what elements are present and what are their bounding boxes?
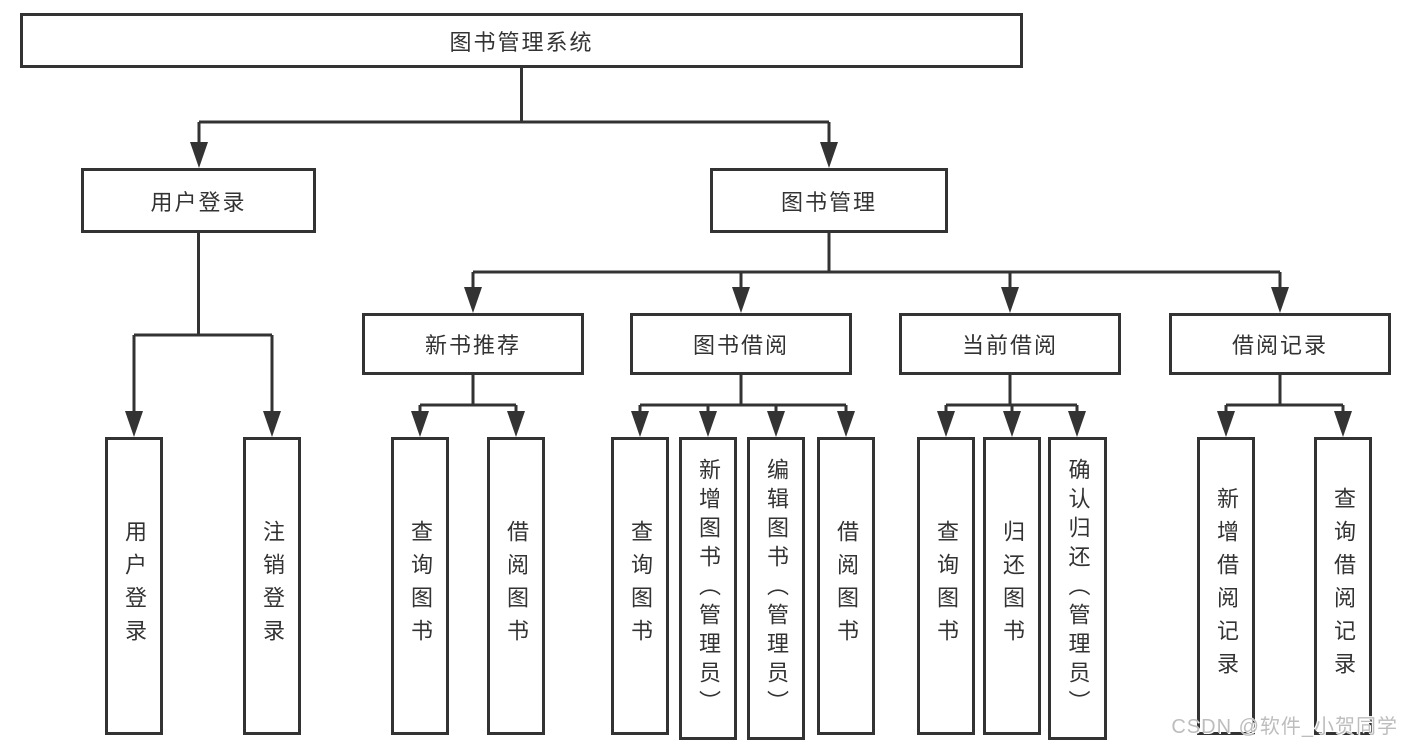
node-user-login-label: 用户登录 (150, 189, 247, 215)
leaf-cb-return-books: 归还图书 (983, 437, 1041, 735)
leaf-cb-return-books-label: 归还图书 (1000, 520, 1025, 652)
leaf-user-login-label: 用户登录 (122, 520, 147, 652)
leaf-br-add-record-label: 新增借阅记录 (1214, 487, 1239, 685)
arrowhead-down-icons (125, 142, 1352, 437)
leaf-cb-confirm-return-admin: 确认归还（管理员） (1048, 437, 1107, 740)
leaf-bb-query-books: 查询图书 (611, 437, 669, 735)
node-root: 图书管理系统 (20, 13, 1023, 68)
leaf-logout: 注销登录 (243, 437, 301, 735)
leaf-br-add-record: 新增借阅记录 (1197, 437, 1255, 735)
node-new-book-recommend-label: 新书推荐 (424, 333, 521, 358)
leaf-user-login: 用户登录 (105, 437, 163, 735)
leaf-cb-confirm-return-admin-label: 确认归还（管理员） (1065, 458, 1091, 719)
node-book-borrow-label: 图书借阅 (692, 333, 789, 358)
connector-lines (132, 68, 1345, 413)
leaf-nb-borrow-books-label: 借阅图书 (504, 520, 529, 652)
node-root-label: 图书管理系统 (449, 29, 594, 55)
leaf-cb-query-books-label: 查询图书 (934, 520, 959, 652)
leaf-bb-borrow-books: 借阅图书 (817, 437, 875, 735)
leaf-logout-label: 注销登录 (260, 520, 285, 652)
watermark: CSDN @软件_小贺同学 (1171, 716, 1398, 738)
node-current-borrow: 当前借阅 (899, 313, 1121, 375)
node-current-borrow-label: 当前借阅 (961, 333, 1058, 358)
leaf-br-query-record: 查询借阅记录 (1314, 437, 1372, 735)
leaf-bb-add-books-admin: 新增图书（管理员） (679, 437, 737, 740)
leaf-bb-query-books-label: 查询图书 (628, 520, 653, 652)
leaf-nb-borrow-books: 借阅图书 (487, 437, 545, 735)
leaf-nb-query-books: 查询图书 (391, 437, 449, 735)
leaf-bb-add-books-admin-label: 新增图书（管理员） (696, 458, 721, 719)
leaf-br-query-record-label: 查询借阅记录 (1331, 487, 1356, 685)
leaf-bb-edit-books-admin: 编辑图书（管理员） (747, 437, 805, 740)
node-borrow-records: 借阅记录 (1169, 313, 1391, 375)
node-book-borrow: 图书借阅 (630, 313, 852, 375)
leaf-nb-query-books-label: 查询图书 (408, 520, 433, 652)
node-book-management: 图书管理 (710, 168, 948, 233)
leaf-bb-borrow-books-label: 借阅图书 (834, 520, 859, 652)
leaf-cb-query-books: 查询图书 (917, 437, 975, 735)
node-book-management-label: 图书管理 (780, 189, 877, 215)
node-borrow-records-label: 借阅记录 (1231, 333, 1328, 358)
leaf-bb-edit-books-admin-label: 编辑图书（管理员） (764, 458, 789, 719)
node-new-book-recommend: 新书推荐 (362, 313, 584, 375)
node-user-login: 用户登录 (81, 168, 316, 233)
